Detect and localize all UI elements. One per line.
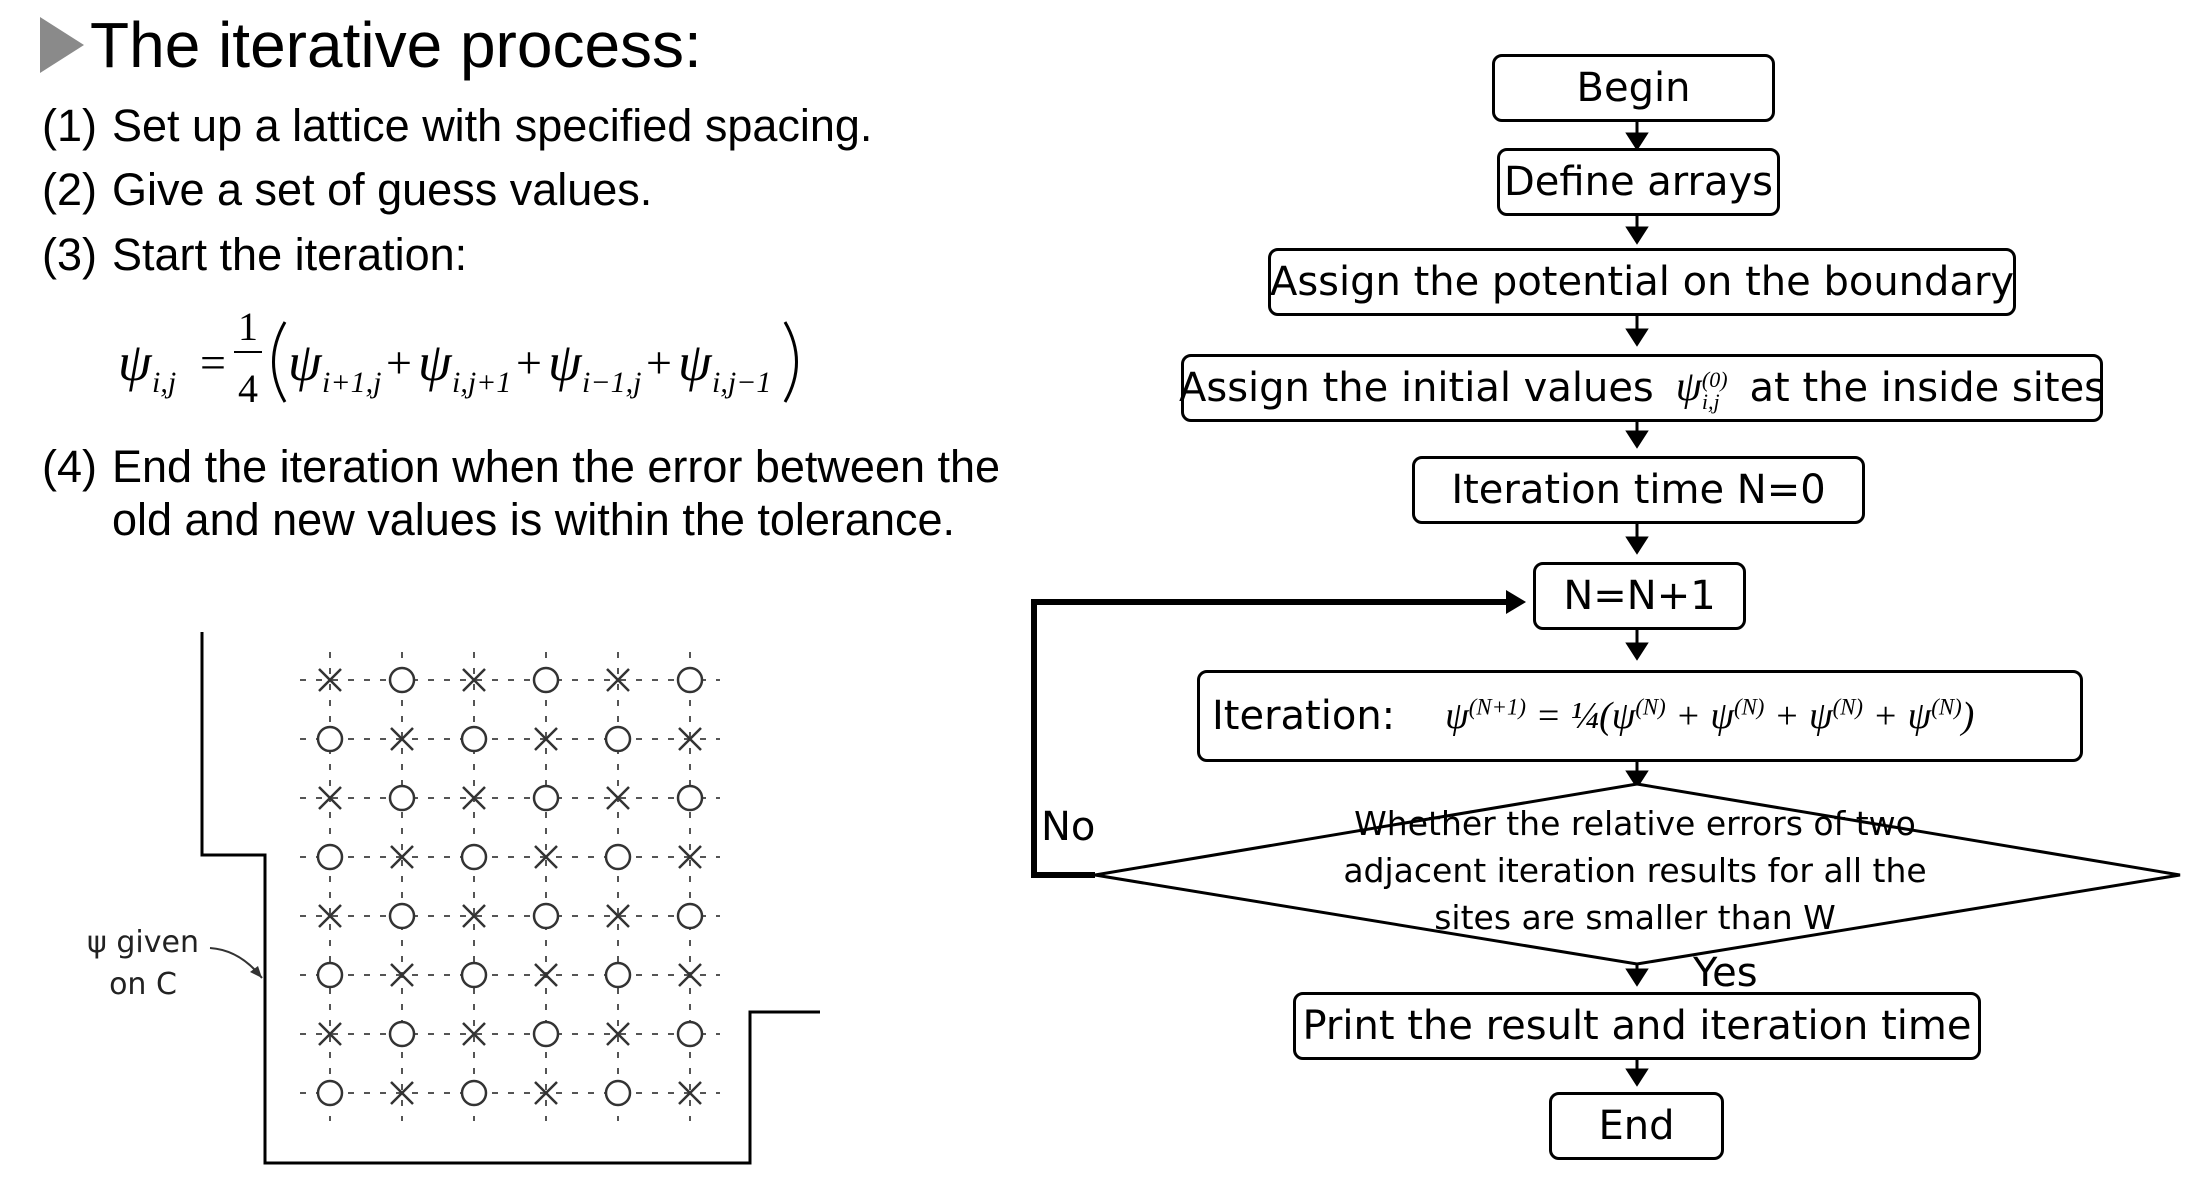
lattice-grid [300, 652, 720, 1121]
svg-text:ψ: ψ [678, 332, 713, 392]
psi-initial-symbol: ψ(0)i,j [1675, 364, 1728, 414]
lattice-circle-site [676, 1020, 704, 1048]
svg-text:=: = [200, 337, 226, 388]
lattice-circle-site [316, 843, 344, 871]
svg-text:ψ: ψ [418, 332, 453, 392]
define-arrays-box: Define arrays [1497, 148, 1780, 216]
lattice-circle-site [604, 961, 632, 989]
svg-text:1: 1 [238, 304, 258, 349]
step-3: (3)Start the iteration: [42, 229, 468, 280]
lattice-circle-site [460, 961, 488, 989]
no-loop-arrow [1031, 590, 1526, 878]
lattice-circle-site [316, 961, 344, 989]
svg-text:+: + [646, 337, 672, 388]
svg-text:i−1,j: i−1,j [582, 366, 641, 399]
lattice-cross-site [318, 668, 342, 692]
svg-text:+: + [516, 337, 542, 388]
lattice-cross-site [318, 904, 342, 928]
yes-label: Yes [1693, 950, 1758, 996]
lattice-cross-site [318, 1022, 342, 1046]
play-triangle-icon [40, 17, 84, 73]
iteration-time-box: Iteration time N=0 [1412, 456, 1865, 524]
lattice-cross-site [390, 845, 414, 869]
lattice-cross-site [318, 786, 342, 810]
lattice-cross-site [462, 668, 486, 692]
lattice-cross-site [534, 963, 558, 987]
lattice-cross-site [678, 727, 702, 751]
increment-box: N=N+1 [1533, 562, 1746, 630]
svg-text:i,j−1: i,j−1 [712, 366, 771, 399]
slide-title: The iterative process: [40, 8, 702, 82]
lattice-cross-site [606, 786, 630, 810]
lattice-circle-site [316, 1079, 344, 1107]
lattice-circle-site [388, 1020, 416, 1048]
no-label: No [1041, 804, 1096, 850]
lattice-circle-site [604, 843, 632, 871]
iteration-equation: ψ i,j = 1 4 ψ i+1,j + ψ i,j+1 + ψ i−1,j … [118, 304, 798, 411]
lattice-circle-site [676, 666, 704, 694]
lattice-circle-site [676, 902, 704, 930]
end-box: End [1549, 1092, 1724, 1160]
lattice-cross-site [534, 845, 558, 869]
lattice-cross-site [606, 1022, 630, 1046]
lattice-circle-site [532, 902, 560, 930]
lattice-circle-site [460, 1079, 488, 1107]
lattice-cross-site [462, 1022, 486, 1046]
decision-diamond [1094, 782, 2181, 966]
decision-text: Whether the relative errors of two adjac… [1343, 804, 1927, 937]
lattice-label: ψ given on C [87, 925, 199, 1002]
lattice-cross-site [534, 727, 558, 751]
lattice-circle-site [532, 1020, 560, 1048]
svg-text:i,j: i,j [152, 366, 176, 399]
lattice-cross-site [678, 845, 702, 869]
lattice-cross-site [534, 1081, 558, 1105]
lattice-circle-site [316, 725, 344, 753]
step-4: (4) End the iteration when the error bet… [42, 441, 1001, 545]
initial-values-box: Assign the initial values ψ(0)i,j at the… [1179, 354, 2105, 422]
step-1: (1)Set up a lattice with specified spaci… [42, 100, 873, 151]
begin-box: Begin [1492, 54, 1775, 122]
svg-text:i+1,j: i+1,j [322, 366, 381, 399]
svg-text:ψ: ψ [548, 332, 583, 392]
lattice-boundary [200, 632, 820, 1165]
lattice-circle-site [388, 902, 416, 930]
iteration-box: Iteration: ψ(N+1) = ¼(ψ(N) + ψ(N) + ψ(N)… [1197, 670, 2083, 762]
boundary-box: Assign the potential on the boundary [1268, 248, 2016, 316]
svg-text:i,j+1: i,j+1 [452, 366, 511, 399]
lattice-cross-site [678, 1081, 702, 1105]
lattice-cross-site [462, 904, 486, 928]
lattice-circle-site [604, 725, 632, 753]
lattice-circle-site [676, 784, 704, 812]
lattice-cross-site [606, 668, 630, 692]
lattice-circle-site [460, 843, 488, 871]
lattice-cross-site [606, 904, 630, 928]
print-box: Print the result and iteration time [1293, 992, 1981, 1060]
lattice-circle-site [604, 1079, 632, 1107]
lattice-cross-site [390, 963, 414, 987]
flowchart-arrows [1625, 122, 1649, 1087]
svg-text:ψ: ψ [288, 332, 323, 392]
svg-text:ψ: ψ [118, 332, 153, 392]
step-2: (2)Give a set of guess values. [42, 164, 653, 215]
lattice-circle-site [388, 666, 416, 694]
svg-text:4: 4 [238, 366, 258, 411]
lattice-circle-site [532, 666, 560, 694]
lattice-cross-site [390, 727, 414, 751]
lattice-cross-site [678, 963, 702, 987]
lattice-circle-site [388, 784, 416, 812]
svg-text:+: + [386, 337, 412, 388]
lattice-circle-site [532, 784, 560, 812]
iteration-formula: ψ(N+1) = ¼(ψ(N) + ψ(N) + ψ(N) + ψ(N)) [1445, 694, 1975, 737]
lattice-circle-site [460, 725, 488, 753]
lattice-cross-site [390, 1081, 414, 1105]
lattice-cross-site [462, 786, 486, 810]
title-text: The iterative process: [90, 9, 702, 81]
